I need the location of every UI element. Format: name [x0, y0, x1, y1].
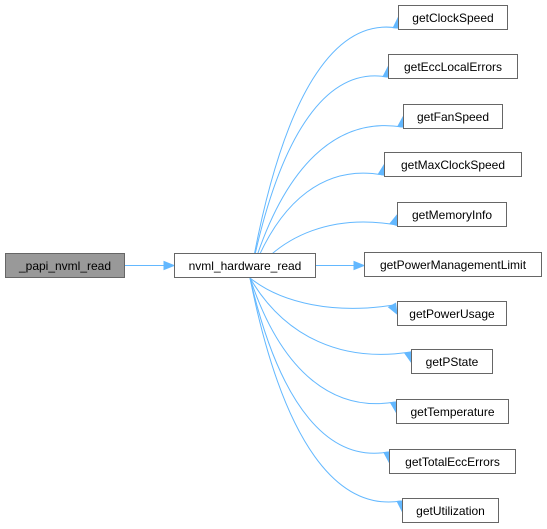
node-getclockspeed[interactable]: getClockSpeed: [398, 5, 508, 30]
edge-to-getpowerusage: [249, 277, 393, 309]
node-getutilization[interactable]: getUtilization: [402, 498, 499, 523]
edge-to-getfanspeed: [249, 125, 402, 279]
edge-to-gettotaleccerrors: [249, 277, 389, 454]
node-papi-nvml-read[interactable]: _papi_nvml_read: [5, 253, 125, 278]
edge-root-to-hub-arrowhead: [163, 260, 176, 271]
node-getmemoryinfo[interactable]: getMemoryInfo: [397, 202, 507, 227]
node-nvml-hardware-read[interactable]: nvml_hardware_read: [174, 253, 316, 278]
edge-to-getpstate: [249, 277, 409, 355]
edge-to-gettemperature: [249, 277, 395, 405]
edge-to-getmaxclockspeed: [249, 172, 383, 279]
node-geteccerrors-local[interactable]: getEccLocalErrors: [388, 54, 518, 79]
edge-to-getutilization: [249, 277, 402, 503]
node-gettotaleccerrors[interactable]: getTotalEccErrors: [389, 449, 516, 474]
node-getpowerusage[interactable]: getPowerUsage: [397, 301, 507, 326]
edge-to-getclockspeed: [249, 26, 398, 279]
node-getpowermanagementlimit[interactable]: getPowerManagementLimit: [364, 252, 542, 277]
node-getfanspeed[interactable]: getFanSpeed: [403, 104, 503, 129]
node-getmaxclockspeed[interactable]: getMaxClockSpeed: [384, 152, 522, 177]
edge-to-geteccerrors-local: [249, 75, 388, 279]
node-gettemperature[interactable]: getTemperature: [396, 399, 509, 424]
node-getpstate[interactable]: getPState: [411, 349, 493, 374]
edge-to-getpowermanagementlimit-arrowhead: [353, 260, 366, 271]
edge-to-getpowerusage-arrowhead: [387, 302, 398, 316]
